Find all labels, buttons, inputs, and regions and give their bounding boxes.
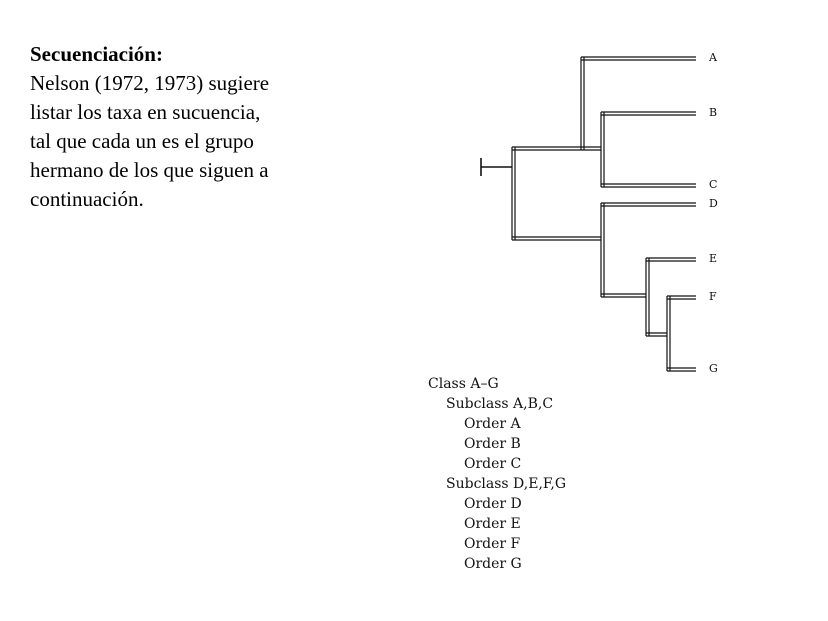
description-line: tal que cada un es el grupo [30,129,254,153]
taxon-label-c: C [709,178,717,191]
classification-item: Order D [464,496,522,512]
cladogram-branches [480,56,696,372]
section-title: Secuenciación: [30,42,163,66]
description-line: hermano de los que siguen a [30,158,269,182]
classification-item: Class A–G [428,376,499,392]
classification-item: Order E [464,516,521,532]
taxon-label-e: E [709,252,717,265]
classification-item: Order C [464,456,522,472]
classification-item: Order A [464,416,521,432]
description-text: Secuenciación: Nelson (1972, 1973) sugie… [30,40,370,214]
taxon-label-a: A [708,51,718,64]
classification-list: Class A–G Subclass A,B,C Order A Order B… [428,374,566,574]
description-line: continuación. [30,187,144,211]
description-line: Nelson (1972, 1973) sugiere [30,71,270,95]
classification-item: Order B [464,436,521,452]
classification-item: Subclass A,B,C [446,396,554,412]
classification-item: Subclass D,E,F,G [446,476,567,492]
taxon-label-f: F [709,290,717,303]
classification-item: Order F [464,536,521,552]
taxon-label-g: G [709,362,718,375]
description-line: listar los taxa en sucuencia, [30,100,261,124]
taxon-label-d: D [709,197,718,210]
classification-item: Order G [464,556,522,572]
taxon-label-b: B [709,106,717,119]
cladogram-labels: A B CD E F G [708,51,718,375]
